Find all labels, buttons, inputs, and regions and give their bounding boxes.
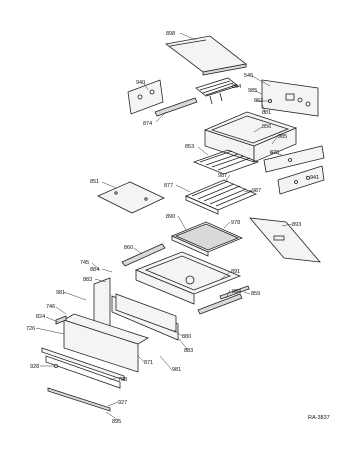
- callout-928: 928: [30, 364, 39, 370]
- callout-745: 745: [80, 260, 89, 266]
- part-862-screw: [267, 99, 272, 104]
- callout-987-lower: 987: [252, 188, 261, 194]
- part-768-handle: [41, 347, 125, 389]
- part-854-broil-element: [195, 77, 239, 105]
- callout-768: 768: [118, 377, 127, 383]
- part-890-broiler-pan: [170, 221, 244, 257]
- callout-884-lower: 884: [232, 289, 241, 295]
- part-726-drawer-front: [63, 313, 149, 373]
- part-824-bracket: [55, 315, 67, 325]
- callout-854: 854: [232, 84, 241, 90]
- diagram-reference: RA-3837: [308, 415, 330, 421]
- callout-987-upper: 987: [218, 173, 227, 179]
- callout-891: 891: [231, 269, 240, 275]
- part-928: [54, 364, 58, 368]
- callout-890: 890: [166, 214, 175, 220]
- callout-985-mid: 985: [278, 134, 287, 140]
- callout-927: 927: [118, 400, 127, 406]
- part-546-right-panel: [261, 79, 319, 117]
- callout-978: 978: [231, 220, 240, 226]
- leader-lines: [35, 32, 311, 421]
- callout-884-upper: 884: [90, 267, 99, 273]
- part-856-oven-cavity: [203, 111, 298, 163]
- callout-981-upper: 981: [56, 290, 65, 296]
- callout-862: 862: [254, 98, 263, 104]
- callout-981-lower: 981: [172, 367, 181, 373]
- callout-893: 893: [292, 222, 301, 228]
- callout-726: 726: [26, 326, 35, 332]
- part-891-drawer-frame: [134, 251, 242, 305]
- callout-746: 746: [46, 304, 55, 310]
- part-927-bottom-trim: [47, 387, 111, 412]
- callout-856: 856: [262, 124, 271, 130]
- part-941-side-panel: [277, 165, 325, 195]
- callout-824: 824: [36, 314, 45, 320]
- part-940-left-bracket: [127, 79, 164, 115]
- part-884-right-rail: [197, 293, 243, 315]
- part-874-strip: [154, 97, 198, 117]
- callout-874: 874: [143, 121, 152, 127]
- part-853-rack: [192, 149, 260, 175]
- callout-883-lower: 883: [184, 348, 193, 354]
- part-860-slide: [121, 243, 166, 267]
- part-880-drawer-panel: [115, 293, 177, 333]
- callout-853: 853: [185, 144, 194, 150]
- callout-859: 859: [251, 291, 260, 297]
- callout-881: 881: [262, 110, 271, 116]
- callout-875: 875: [270, 150, 279, 156]
- part-898-top-panel: [165, 35, 247, 76]
- part-851-flat-plate: [97, 181, 165, 214]
- callout-985-upper: 985: [248, 88, 257, 94]
- callout-871: 871: [144, 360, 153, 366]
- part-877-oven-rack: [184, 179, 258, 215]
- callout-895: 895: [112, 419, 121, 425]
- callout-940: 940: [136, 80, 145, 86]
- callout-877: 877: [164, 183, 173, 189]
- callout-941: 941: [310, 175, 319, 181]
- callout-labels: 898 940 546 854 985 862 874 881 856 853 …: [26, 31, 330, 425]
- part-893-right-panel: [249, 217, 321, 263]
- part-875-side-panel: [263, 145, 325, 173]
- callout-880: 880: [182, 334, 191, 340]
- callout-898: 898: [166, 31, 175, 37]
- callout-883-upper: 883: [83, 277, 92, 283]
- callout-546: 546: [244, 73, 253, 79]
- callout-860: 860: [124, 245, 133, 251]
- callout-851: 851: [90, 179, 99, 185]
